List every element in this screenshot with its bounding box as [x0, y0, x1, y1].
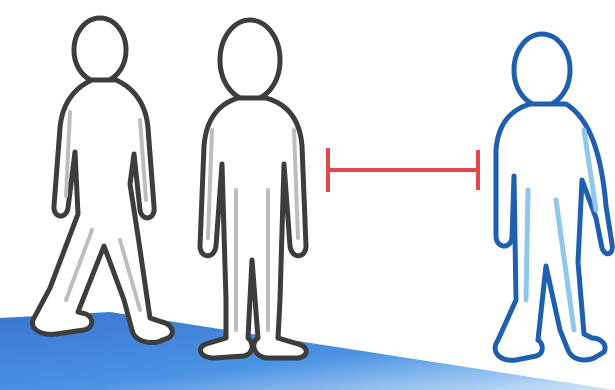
walking-person-figure — [32, 18, 172, 343]
standing-person-figure — [200, 20, 306, 358]
highlighted-person-figure — [495, 34, 612, 360]
distance-marker — [328, 148, 478, 192]
